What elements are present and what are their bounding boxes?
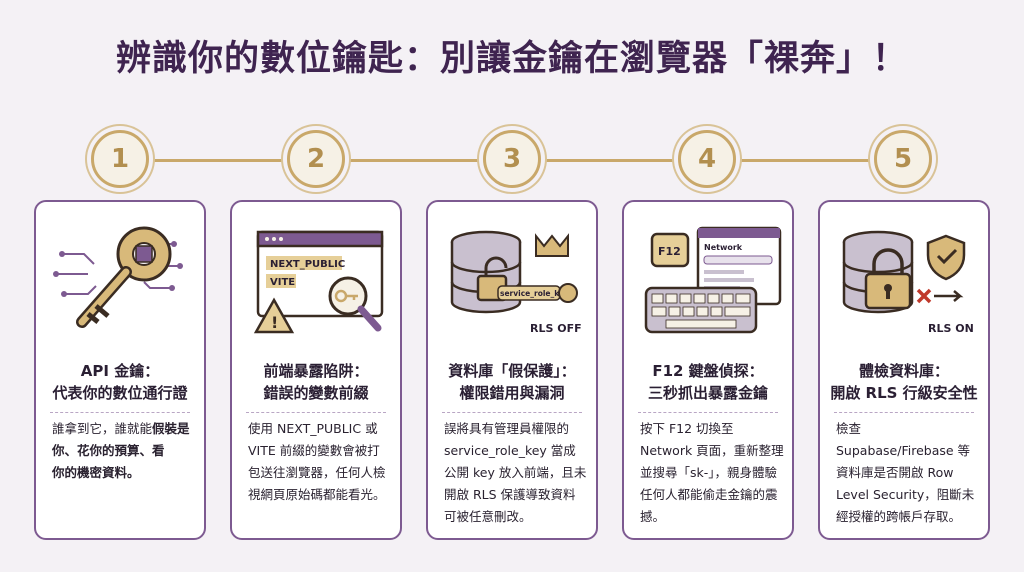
digital-key-icon (53, 226, 183, 328)
step-circle-3: 3 (483, 130, 541, 188)
card-divider (50, 412, 190, 413)
emphasis-text: 假裝 (152, 421, 178, 436)
card-heading-line1: 體檢資料庫： (858, 362, 949, 380)
card-heading-line2: 代表你的數位通行證 (52, 384, 188, 402)
card-heading-line1: 前端暴露陷阱： (263, 362, 369, 380)
card-heading: API 金鑰： 代表你的數位通行證 (42, 360, 198, 404)
step-circle-1: 1 (91, 130, 149, 188)
card-body: 誤將具有管理員權限的 service_role_key 當成公開 key 放入前… (444, 421, 587, 524)
card-rls-check: RLS ON 體檢資料庫： 開啟 RLS 行級安全性 檢查 Supabase/F… (818, 200, 990, 540)
card-body: 按下 F12 切換至 Network 頁面，重新整理並搜尋「sk-」，親身體驗任… (640, 421, 784, 524)
card-body: 誰拿到它，誰就能假裝是你、花你的預算、看你的機密資料。 (52, 421, 190, 480)
card-heading: 體檢資料庫： 開啟 RLS 行級安全性 (826, 360, 982, 404)
card-heading: F12 鍵盤偵探： 三秒抓出暴露金鑰 (630, 360, 786, 404)
illus-label: NEXT_PUBLIC (270, 259, 345, 270)
step-circle-2: 2 (287, 130, 345, 188)
illus-label: F12 (658, 245, 681, 258)
illus-label: Network (704, 243, 743, 252)
card-heading-line1: F12 鍵盤偵探： (652, 362, 764, 380)
step-circle-4: 4 (678, 130, 736, 188)
card-heading: 前端暴露陷阱： 錯誤的變數前綴 (238, 360, 394, 404)
database-shield-icon: RLS ON (842, 230, 974, 335)
card-divider (442, 412, 582, 413)
card-fake-protection: service_role_key RLS OFF 資料庫「假保護」： 權限錯用與… (426, 200, 598, 540)
card-heading: 資料庫「假保護」： 權限錯用與漏洞 (434, 360, 590, 404)
card-heading-line2: 錯誤的變數前綴 (263, 384, 369, 402)
illus-label: service_role_key (500, 289, 569, 298)
card-api-key: API 金鑰： 代表你的數位通行證 誰拿到它，誰就能假裝是你、花你的預算、看你的… (34, 200, 206, 540)
illus-label: RLS ON (928, 322, 974, 335)
illus-label: VITE (270, 277, 295, 288)
browser-window-icon: NEXT_PUBLIC VITE ! (253, 230, 384, 334)
keyboard-devtools-icon: Network F12 (644, 226, 782, 334)
emphasis-text: 是你、花你的預算、看 (52, 421, 190, 458)
card-frontend-exposure: NEXT_PUBLIC VITE ! 前端暴露陷阱： 錯誤的變數前綴 使用 NE… (230, 200, 402, 540)
card-divider (246, 412, 386, 413)
card-heading-line1: 資料庫「假保護」： (448, 362, 576, 380)
card-heading-line1: API 金鑰： (80, 362, 160, 380)
card-body: 使用 NEXT_PUBLIC 或 VITE 前綴的變數會被打包送往瀏覽器，任何人… (248, 421, 386, 502)
card-divider (834, 412, 974, 413)
database-lock-icon: service_role_key RLS OFF (450, 230, 582, 335)
card-f12-detective: Network F12 F12 鍵盤偵探： 三秒抓出暴露金鑰 按下 F12 切換… (622, 200, 794, 540)
illus-label: RLS OFF (530, 322, 582, 335)
card-divider (638, 412, 778, 413)
step-timeline: 1 2 3 4 5 (0, 130, 1024, 190)
page-title: 辨識你的數位鑰匙：別讓金鑰在瀏覽器「裸奔」！ (115, 39, 908, 79)
step-circle-5: 5 (874, 130, 932, 188)
card-heading-line2: 三秒抓出暴露金鑰 (647, 384, 768, 402)
card-heading-line2: 開啟 RLS 行級安全性 (830, 384, 978, 402)
card-heading-line2: 權限錯用與漏洞 (459, 384, 565, 402)
svg-text:!: ! (271, 313, 278, 332)
emphasis-text: 你的機密資料。 (52, 465, 140, 480)
card-body: 檢查 Supabase/Firebase 等資料庫是否開啟 Row Level … (836, 421, 975, 524)
